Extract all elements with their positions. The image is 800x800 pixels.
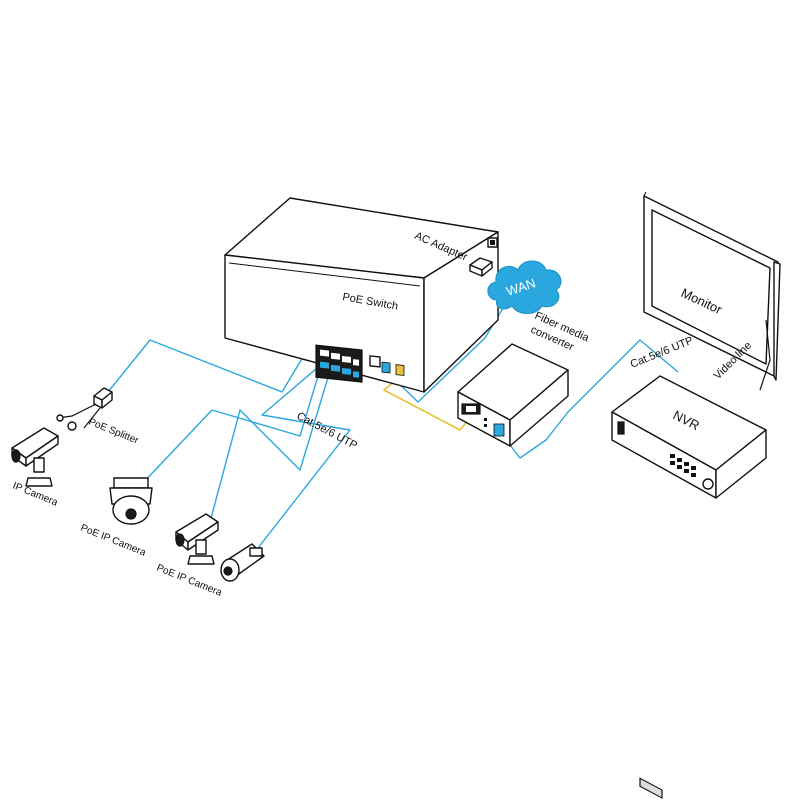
poe-splitter-label: PoE Splitter (87, 417, 141, 447)
video-line-cable (759, 319, 771, 391)
wan-cloud: WAN (487, 260, 562, 314)
box-camera-label: PoE IP Camera (155, 563, 224, 599)
poe-splitter: PoE Splitter (56, 387, 141, 447)
cable-bullet-camera (257, 339, 351, 549)
ip-camera: IP Camera (11, 427, 60, 509)
poe-switch: PoE Switch (224, 197, 499, 393)
bullet-camera (220, 543, 265, 582)
nvr: NVR (611, 375, 767, 799)
cable-converter-nvr (499, 339, 679, 459)
cat-utp-right-label: Cat.5e/6 UTP (629, 335, 695, 371)
box-camera: PoE IP Camera (155, 513, 224, 599)
nvr-buttons (670, 454, 696, 477)
dome-camera-label: PoE IP Camera (79, 523, 148, 559)
switch-ports (315, 344, 405, 383)
cable-box-camera (209, 337, 341, 523)
cable-splitter-to-switch (107, 331, 319, 393)
dome-camera: PoE IP Camera (79, 477, 153, 559)
cable-dome-camera (139, 335, 331, 487)
monitor: Monitor (643, 191, 781, 381)
